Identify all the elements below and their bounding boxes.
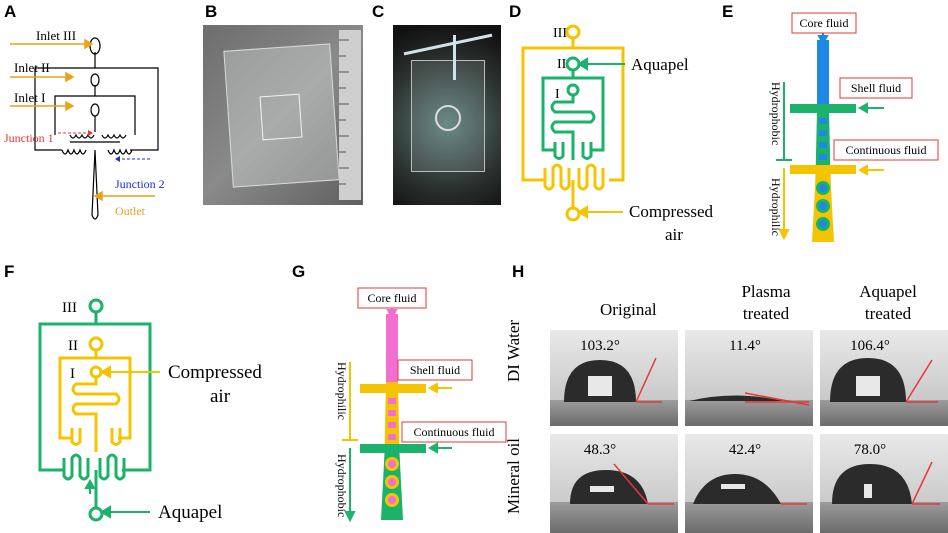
f-compressed-label: Compressed	[168, 362, 262, 383]
e-shell-label: Shell fluid	[851, 81, 901, 95]
h-col-plasma-1: Plasma	[741, 282, 791, 301]
h-col-aquapel-1: Aquapel	[859, 282, 917, 301]
g-shell-label: Shell fluid	[410, 363, 460, 377]
outlet-label: Outlet	[115, 204, 146, 218]
d-aquapel-label: Aquapel	[631, 55, 689, 74]
h-row-oil: Mineral oil	[504, 437, 523, 514]
panel-f-schematic: III II I Compressed air Aquapel	[38, 298, 262, 523]
panel-letter-g: G	[292, 262, 306, 281]
contact-angle-photos: 103.2° 11.4° 106.4° 48.3° 42.4° 78.0°	[550, 330, 948, 533]
f-label-2: II	[68, 338, 78, 354]
panel-letter-d: D	[509, 2, 522, 21]
panel-a-schematic: Inlet III Inlet II Inlet I Junction 1 Ju…	[4, 28, 165, 220]
g-core-label: Core fluid	[368, 291, 417, 305]
angle-oil-original: 48.3°	[584, 442, 616, 458]
h-col-plasma-2: treated	[742, 304, 790, 323]
e-continuous-label: Continuous fluid	[845, 143, 926, 157]
panel-letter-f: F	[4, 262, 15, 281]
panel-d-schematic: III II I Aquapel Compressed air	[521, 24, 714, 244]
e-hydrophobic-label: Hydrophobic	[769, 82, 783, 145]
f-aquapel-label: Aquapel	[158, 502, 222, 523]
e-core-label: Core fluid	[800, 16, 849, 30]
angle-oil-aquapel: 78.0°	[854, 442, 886, 458]
f-air-label: air	[210, 386, 231, 407]
h-col-aquapel-2: treated	[864, 304, 912, 323]
g-continuous-label: Continuous fluid	[413, 425, 494, 439]
angle-oil-plasma: 42.4°	[729, 442, 761, 458]
angle-water-original: 103.2°	[580, 338, 620, 354]
panel-letter-b: B	[205, 2, 218, 21]
chip-photo-c	[393, 25, 501, 205]
panel-e-schematic: Core fluid Shell fluid Continuous fluid …	[769, 12, 939, 242]
inlet3-label: Inlet III	[36, 28, 76, 43]
d-label-2: II	[557, 57, 567, 72]
panel-letter-c: C	[372, 2, 385, 21]
angle-water-plasma: 11.4°	[729, 338, 761, 354]
f-label-1: I	[70, 366, 75, 382]
d-label-1: I	[555, 87, 560, 102]
panel-letter-e: E	[722, 2, 734, 21]
junction2-label: Junction 2	[115, 177, 165, 191]
g-hydrophilic-label: Hydrophilic	[335, 362, 349, 420]
chip-photo-b	[203, 25, 363, 205]
inlet2-label: Inlet II	[14, 60, 50, 75]
d-label-3: III	[553, 26, 567, 41]
d-compressed-label: Compressed	[629, 202, 714, 221]
h-row-water: DI Water	[504, 319, 523, 382]
f-label-3: III	[62, 300, 77, 316]
panel-h: Original Plasma treated Aquapel treated …	[504, 262, 948, 533]
panel-g-schematic: Core fluid Shell fluid Continuous fluid …	[335, 287, 507, 523]
junction1-label: Junction 1	[4, 131, 54, 145]
h-col-original: Original	[600, 300, 657, 319]
d-air-label: air	[665, 225, 683, 244]
g-hydrophobic-label: Hydrophobic	[335, 454, 349, 517]
panel-letter-h: H	[512, 262, 525, 281]
panel-letter-a: A	[4, 2, 17, 21]
e-hydrophilic-label: Hydrophilic	[769, 178, 783, 236]
angle-water-aquapel: 106.4°	[850, 338, 890, 354]
inlet1-label: Inlet I	[14, 90, 45, 105]
